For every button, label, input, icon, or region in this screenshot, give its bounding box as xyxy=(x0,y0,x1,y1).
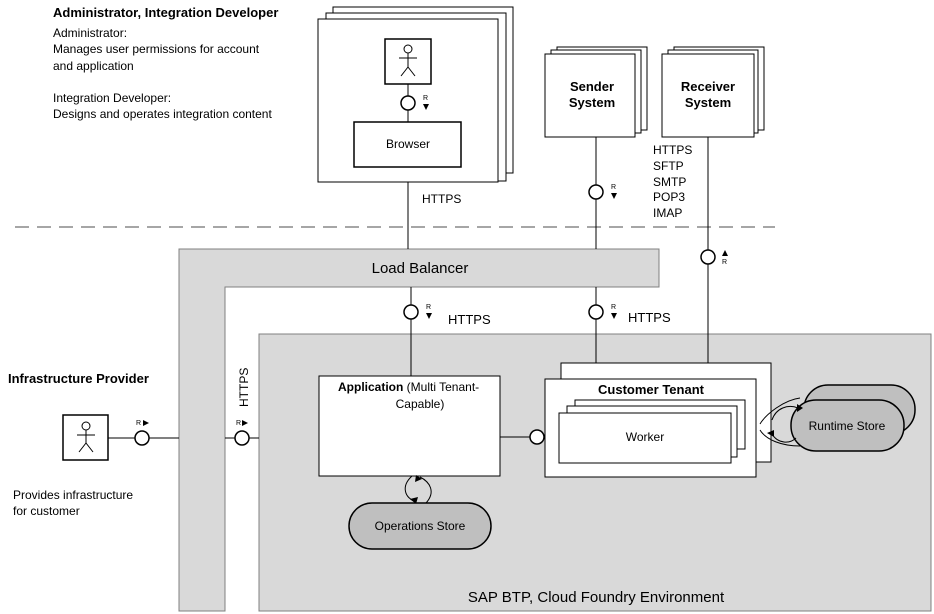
admin-title: Administrator: xyxy=(53,26,127,40)
lb-app-port xyxy=(403,304,419,320)
arrow-right-icon xyxy=(242,420,248,426)
lb-tenant-port xyxy=(588,304,604,320)
tenant-port xyxy=(529,429,545,445)
request-marker: R xyxy=(611,184,616,191)
application-label-rest: (Multi Tenant- xyxy=(403,380,479,394)
infra-heading: Infrastructure Provider xyxy=(8,371,149,386)
request-marker: R xyxy=(423,95,428,102)
receiver-protocol-item: POP3 xyxy=(653,190,685,204)
browser-label: Browser xyxy=(386,137,430,151)
arrow-down-icon xyxy=(611,313,617,319)
request-marker: R xyxy=(136,420,141,427)
application-label: Application (Multi Tenant- xyxy=(338,380,479,394)
browser-protocol-label: HTTPS xyxy=(422,192,461,206)
admin-desc-line1: Manages user permissions for account xyxy=(53,42,260,56)
receiver-label-line1: Receiver xyxy=(681,79,735,94)
runtime-store xyxy=(790,399,905,452)
admin-actor-icon xyxy=(384,38,432,85)
arrow-down-icon xyxy=(423,104,429,110)
sender-label-line2: System xyxy=(569,95,615,110)
arrow-down-icon xyxy=(611,193,617,199)
receiver-box xyxy=(661,53,755,138)
request-marker: R xyxy=(611,304,616,311)
lb-tenant-protocol: HTTPS xyxy=(628,310,671,325)
arrow-icon xyxy=(767,430,774,437)
infra-desc-line1: Provides infrastructure xyxy=(13,488,133,502)
infra-actor-icon xyxy=(62,414,109,461)
application-label-bold: Application xyxy=(338,380,403,394)
infra-desc-line2: for customer xyxy=(13,504,80,518)
load-balancer-label: Load Balancer xyxy=(372,260,469,277)
developer-desc: Designs and operates integration content xyxy=(53,107,272,121)
tenant-store-loop-arrow xyxy=(759,429,801,447)
tenant-store-loop-arrow xyxy=(759,397,801,425)
receiver-protocol-list: HTTPS SFTP SMTP POP3 IMAP xyxy=(653,143,692,220)
request-marker: R xyxy=(722,259,727,266)
arrow-down-icon xyxy=(426,313,432,319)
app-store-loop-arrow xyxy=(419,476,432,504)
receiver-protocol-item: HTTPS xyxy=(653,143,692,157)
receiver-protocol-item: SMTP xyxy=(653,175,686,189)
lb-app-protocol: HTTPS xyxy=(448,312,491,327)
arrow-right-icon xyxy=(143,420,149,426)
worker-box xyxy=(558,412,732,464)
admin-heading: Administrator, Integration Developer xyxy=(53,5,278,20)
request-marker: R xyxy=(426,304,431,311)
sender-box xyxy=(544,53,636,138)
sender-label-line1: Sender xyxy=(570,79,614,94)
tenant-store-loop-arrow xyxy=(771,406,799,421)
sender-request-port xyxy=(588,184,604,200)
application-label-line2: Capable) xyxy=(396,397,445,411)
load-balancer-region xyxy=(178,248,660,612)
receiver-request-port xyxy=(700,249,716,265)
arrow-icon xyxy=(797,404,803,412)
operations-store xyxy=(348,502,492,550)
runtime-store-label: Runtime Store xyxy=(809,419,886,433)
receiver-protocol-item: SFTP xyxy=(653,159,684,173)
request-marker: R xyxy=(236,420,241,427)
admin-desc-line2: and application xyxy=(53,59,134,73)
lb-env-port xyxy=(234,430,250,446)
receiver-label-line2: System xyxy=(685,95,731,110)
customer-tenant-label: Customer Tenant xyxy=(598,382,705,397)
operations-store-label: Operations Store xyxy=(375,519,466,533)
worker-label: Worker xyxy=(626,430,664,444)
application-box xyxy=(318,375,501,477)
developer-title: Integration Developer: xyxy=(53,91,171,105)
browser-box xyxy=(353,121,462,168)
arrow-icon xyxy=(415,475,422,482)
infra-request-port xyxy=(134,430,150,446)
arrow-up-icon xyxy=(722,250,728,256)
vertical-protocol-label: HTTPS xyxy=(237,368,251,407)
admin-request-port xyxy=(400,95,416,111)
receiver-protocol-item: IMAP xyxy=(653,206,682,220)
environment-label: SAP BTP, Cloud Foundry Environment xyxy=(468,589,725,606)
